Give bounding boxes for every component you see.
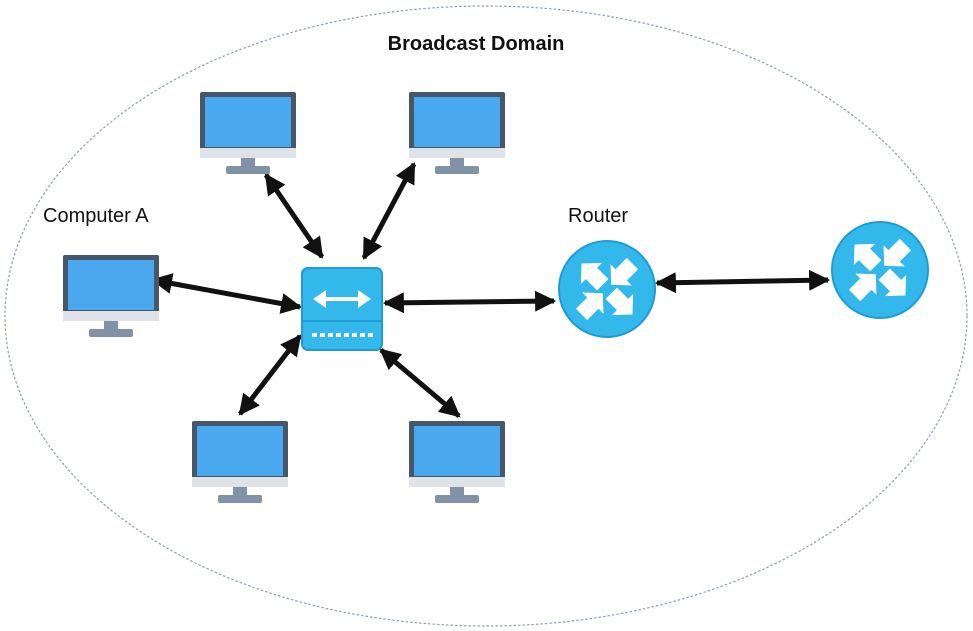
computer-monitor-icon [200,92,296,174]
router-label: Router [568,205,628,227]
router-icon [558,240,656,338]
link-bottom-right-computer-switch [379,348,461,418]
computer-monitor-icon [409,92,505,174]
link-bottom-left-computer-switch [238,334,302,416]
broadcast-domain-boundary [4,5,968,627]
computer-monitor-icon [409,421,505,503]
computer-monitor-icon [192,421,288,503]
network-switch-icon [301,267,383,351]
external-router-icon [831,221,929,319]
link-top-left-computer-switch [263,173,325,259]
link-router-external-router [654,269,831,294]
computer-a-monitor-icon [63,255,159,337]
link-computer-a-switch [150,273,303,314]
diagram-title: Broadcast Domain [388,33,565,55]
link-switch-router [382,290,557,314]
computer-a-label: Computer A [43,205,149,227]
link-top-right-computer-switch [361,162,417,260]
